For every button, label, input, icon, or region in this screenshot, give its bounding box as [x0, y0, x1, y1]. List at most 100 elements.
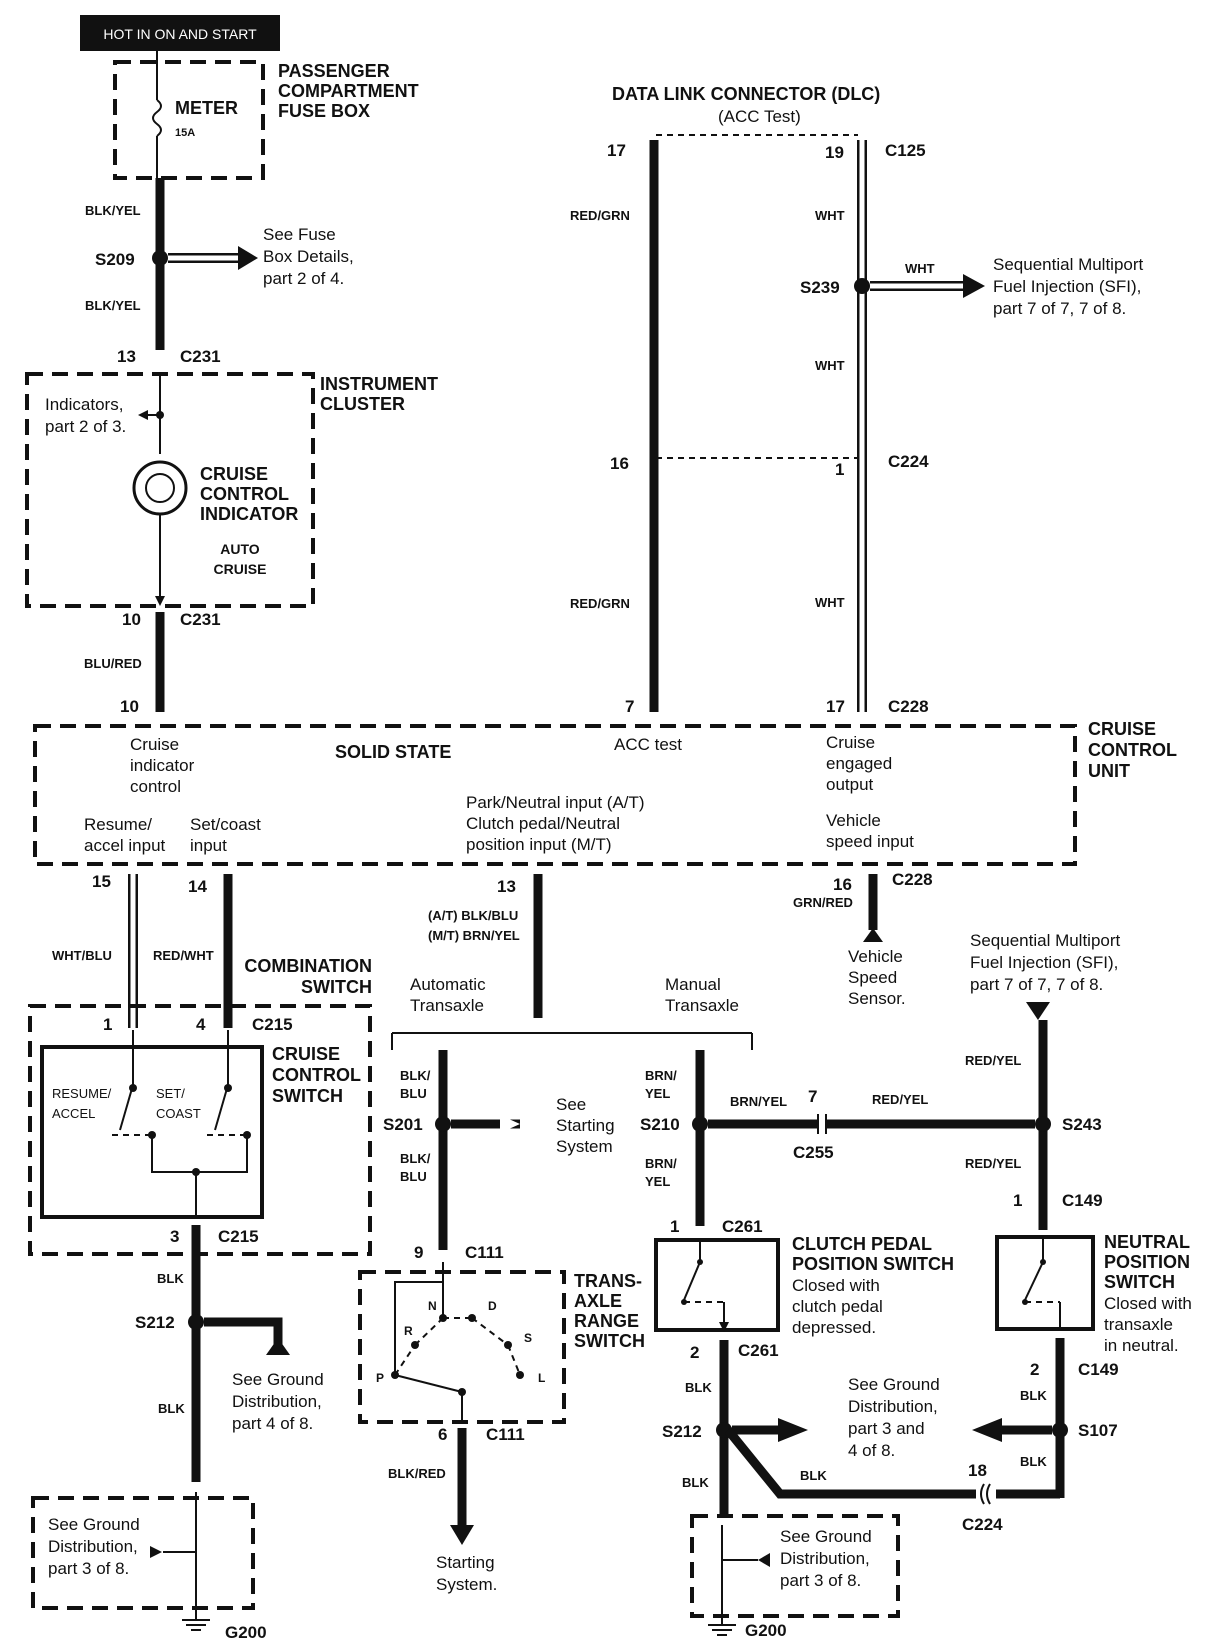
- pin-9: 9: [414, 1243, 423, 1262]
- fuse-symbol: [152, 99, 162, 137]
- connector-c149b: C149: [1078, 1360, 1119, 1379]
- connector-c125: C125: [885, 141, 926, 160]
- splice-s107[interactable]: [1052, 1422, 1068, 1438]
- wire-label-redyel-1: RED/YEL: [872, 1092, 928, 1107]
- connector-c261b: C261: [738, 1341, 779, 1360]
- wire-label-blk-1: BLK: [157, 1271, 184, 1286]
- splice-s201[interactable]: [435, 1116, 451, 1132]
- wire-label-blkblu-2: BLK/BLU: [400, 1151, 431, 1184]
- connector-c228b: C228: [892, 870, 933, 889]
- splice-s209[interactable]: [152, 250, 168, 266]
- wire-label-blured: BLU/RED: [84, 656, 142, 671]
- ref-indicators: Indicators,part 2 of 3.: [45, 395, 126, 436]
- splice-s209-label: S209: [95, 250, 135, 269]
- splice-s107-label: S107: [1078, 1421, 1118, 1440]
- wire-label-blk-4: BLK: [800, 1468, 827, 1483]
- pin-1a: 1: [835, 460, 844, 479]
- connector-c261a: C261: [722, 1217, 763, 1236]
- wire-label-wht-1: WHT: [815, 208, 845, 223]
- pin-16a: 16: [610, 454, 629, 473]
- park-neutral-label: Park/Neutral input (A/T)Clutch pedal/Neu…: [466, 793, 645, 854]
- hot-label-box: [80, 15, 280, 51]
- hot-label: HOT IN ON AND START: [103, 26, 257, 42]
- wire-label-blk-2: BLK: [158, 1401, 185, 1416]
- splice-s239-label: S239: [800, 278, 840, 297]
- pin-10a: 10: [122, 610, 141, 629]
- connector-c224a: C224: [888, 452, 929, 471]
- pin-16b: 16: [833, 875, 852, 894]
- splice-s212a[interactable]: [188, 1314, 204, 1330]
- pin-17b: 17: [826, 697, 845, 716]
- pin-3: 3: [170, 1227, 179, 1246]
- wire-label-blk-3: BLK: [685, 1380, 712, 1395]
- fuse-box-outline: [113, 60, 265, 180]
- connector-c111a: C111: [465, 1243, 504, 1262]
- ground-box-right: [690, 1514, 900, 1618]
- wire-label-blk-7: BLK: [1020, 1454, 1047, 1469]
- ground-box-left: [31, 1496, 255, 1610]
- instrument-cluster-outline: [25, 372, 315, 608]
- wire-label-wht-4: WHT: [815, 595, 845, 610]
- wire-label-whtblu: WHT/BLU: [52, 948, 112, 963]
- pin-17a: 17: [607, 141, 626, 160]
- splice-s239[interactable]: [854, 278, 870, 294]
- wire-label-brnyel-1: BRN/YEL: [645, 1068, 677, 1101]
- pin-6: 6: [438, 1425, 447, 1444]
- wire-label-redyel-2: RED/YEL: [965, 1053, 1021, 1068]
- position-p: P: [376, 1371, 384, 1385]
- connector-c215a: C215: [252, 1015, 293, 1034]
- resume-input-label: Resume/accel input: [84, 815, 166, 855]
- wire-label-brnyel-3: BRN/YEL: [730, 1094, 787, 1109]
- wire-label-blkblu-1: BLK/BLU: [400, 1068, 431, 1101]
- wire-label-grnred: GRN/RED: [793, 895, 853, 910]
- pin-14: 14: [188, 877, 207, 896]
- pin-4: 4: [196, 1015, 206, 1034]
- splice-s243[interactable]: [1035, 1116, 1051, 1132]
- connector-c231a: C231: [180, 347, 221, 366]
- ground-left: G200: [225, 1623, 267, 1642]
- solid-state-label: SOLID STATE: [335, 742, 451, 762]
- position-r: R: [404, 1324, 413, 1338]
- ground-right: G200: [745, 1621, 787, 1640]
- splice-s210-label: S210: [640, 1115, 680, 1134]
- connector-c224b: C224: [962, 1515, 1003, 1534]
- pin-1d: 1: [1013, 1191, 1022, 1210]
- acc-test-label: ACC test: [614, 735, 682, 754]
- pin-18: 18: [968, 1461, 987, 1480]
- splice-s210[interactable]: [692, 1116, 708, 1132]
- pin-15: 15: [92, 872, 111, 891]
- wire-label-wht-2: WHT: [905, 261, 935, 276]
- connector-c224b-mark: [980, 1483, 991, 1505]
- clutch-switch-box: [654, 1238, 780, 1332]
- connector-c231b: C231: [180, 610, 221, 629]
- splice-s212a-label: S212: [135, 1313, 175, 1332]
- pin-19: 19: [825, 143, 844, 162]
- pin-1c: 1: [670, 1217, 679, 1236]
- neutral-switch-box: [995, 1235, 1095, 1331]
